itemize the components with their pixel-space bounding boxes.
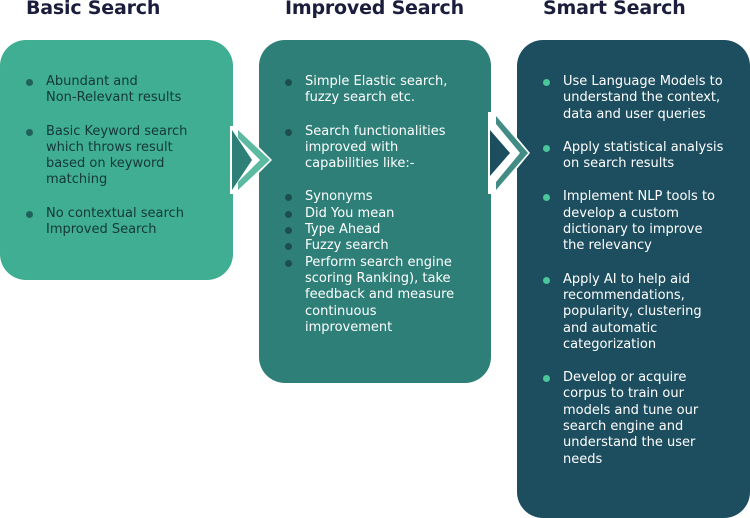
- basic-search-list: Abundant and Non-Relevant results Basic …: [26, 74, 219, 238]
- list-item: Apply statistical analysis on search res…: [543, 140, 736, 173]
- arrow-right-icon: [488, 112, 530, 194]
- improved-search-list: Simple Elastic search, fuzzy search etc.…: [285, 74, 477, 336]
- list-item: Fuzzy search: [285, 238, 477, 254]
- list-item: Perform search engine scoring Ranking), …: [285, 255, 477, 336]
- basic-search-title: Basic Search: [26, 0, 161, 19]
- list-item: Simple Elastic search, fuzzy search etc.: [285, 74, 477, 107]
- arrow-right-icon: [230, 126, 272, 194]
- basic-search-card: Abundant and Non-Relevant results Basic …: [0, 40, 233, 280]
- list-item: Develop or acquire corpus to train our m…: [543, 370, 736, 468]
- list-item: Apply AI to help aid recommendations, po…: [543, 272, 736, 353]
- smart-search-title: Smart Search: [543, 0, 686, 19]
- improved-search-title: Improved Search: [285, 0, 464, 19]
- list-item: Did You mean: [285, 206, 477, 222]
- list-item: Use Language Models to understand the co…: [543, 74, 736, 123]
- list-item: Synonyms: [285, 189, 477, 205]
- list-item: No contextual search Improved Search: [26, 206, 219, 239]
- list-item: Type Ahead: [285, 222, 477, 238]
- list-item: Basic Keyword search which throws result…: [26, 124, 219, 189]
- list-item: Abundant and Non-Relevant results: [26, 74, 219, 107]
- smart-search-card: Use Language Models to understand the co…: [517, 40, 750, 518]
- improved-search-card: Simple Elastic search, fuzzy search etc.…: [259, 40, 491, 383]
- smart-search-list: Use Language Models to understand the co…: [543, 74, 736, 468]
- list-item: Implement NLP tools to develop a custom …: [543, 189, 736, 254]
- list-item: Search functionalities improved with cap…: [285, 124, 477, 173]
